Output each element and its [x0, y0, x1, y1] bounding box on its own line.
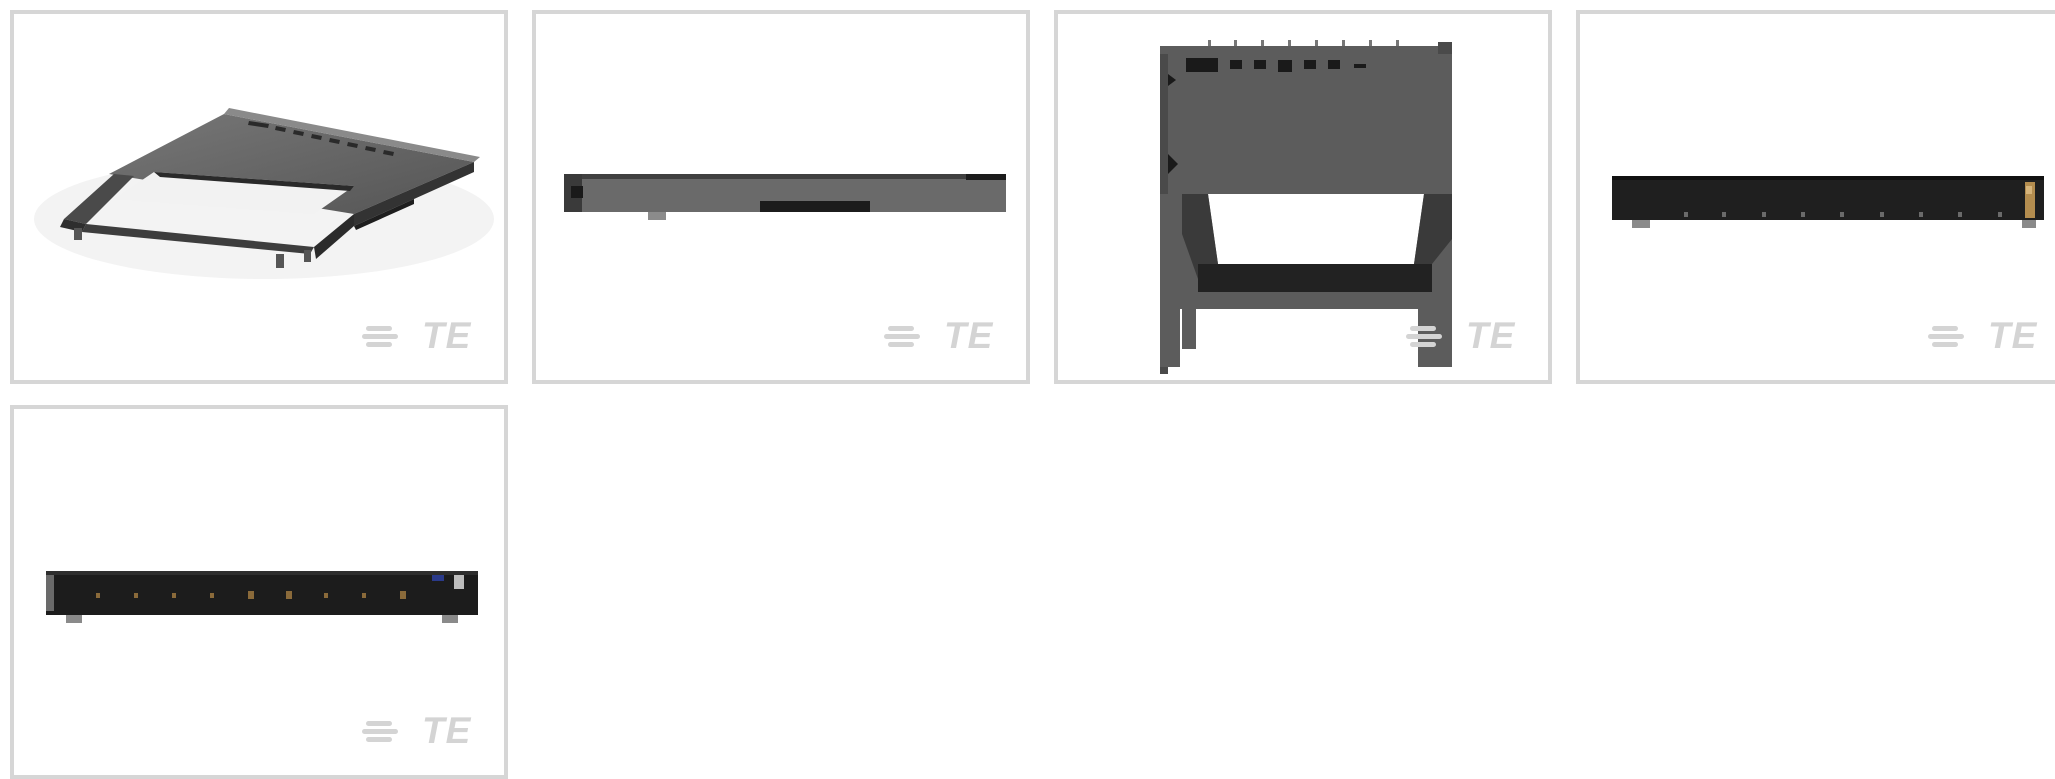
te-logo: TE	[884, 316, 1000, 356]
te-logo: TE	[1406, 316, 1522, 356]
te-logo: TE	[362, 316, 478, 356]
te-logo-icon	[884, 326, 920, 347]
te-logo: TE	[1928, 316, 2044, 356]
te-logo-text: TE	[422, 710, 472, 751]
rear-view-image	[1612, 176, 2044, 228]
te-logo-text: TE	[1466, 315, 1516, 356]
te-logo-icon	[362, 326, 398, 347]
te-logo-text: TE	[944, 315, 994, 356]
te-logo-icon	[1928, 326, 1964, 347]
gallery-thumbnail-rear[interactable]: TE	[1576, 10, 2055, 384]
top-view-image	[1160, 40, 1452, 374]
te-logo-text: TE	[422, 315, 472, 356]
gallery-thumbnail-front[interactable]: TE	[10, 405, 508, 779]
te-logo: TE	[362, 711, 478, 751]
gallery-thumbnail-isometric[interactable]: TE	[10, 10, 508, 384]
gallery-thumbnail-side[interactable]: TE	[532, 10, 1030, 384]
front-view-image	[46, 571, 478, 623]
te-logo-text: TE	[1988, 315, 2038, 356]
gallery-thumbnail-top[interactable]: TE	[1054, 10, 1552, 384]
te-logo-icon	[1406, 326, 1442, 347]
side-view-image	[564, 174, 1006, 220]
te-logo-icon	[362, 721, 398, 742]
isometric-view-image	[34, 108, 494, 279]
